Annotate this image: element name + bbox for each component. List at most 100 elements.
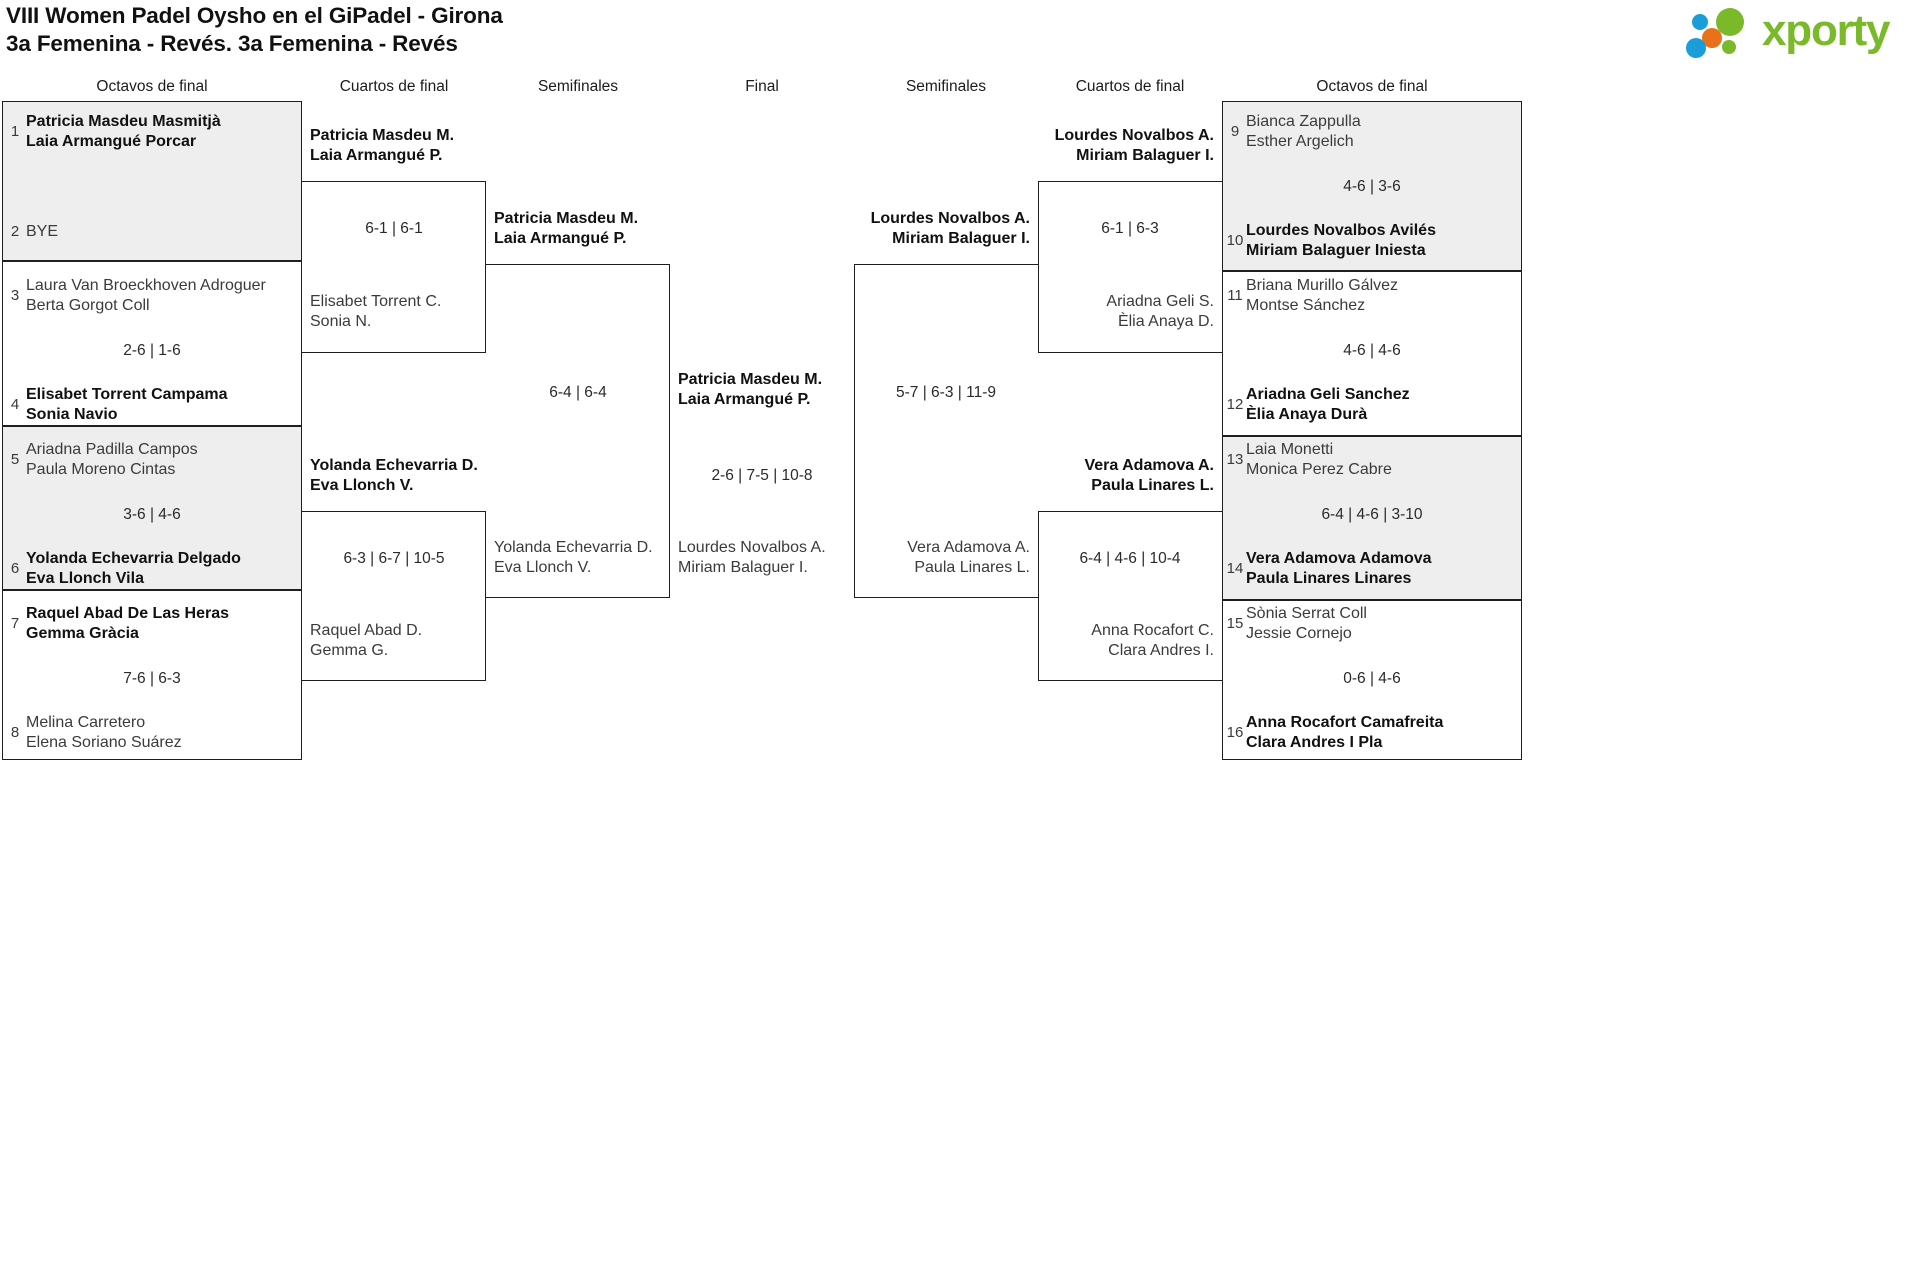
team-seed-12[interactable]: 12 Ariadna Geli Sanchez Èlia Anaya Durà [1224,385,1520,424]
player-1: Yolanda Echevarria D. [310,457,478,474]
player-2: Sonia N. [310,312,372,330]
team-seed-1[interactable]: 1 Patricia Masdeu Masmitjà Laia Armangué… [4,112,300,151]
team-seed-6[interactable]: 6 Yolanda Echevarria Delgado Eva Llonch … [4,549,300,588]
team-seed-7[interactable]: 7 Raquel Abad De Las Heras Gemma Gràcia [4,604,300,643]
team-seed-16[interactable]: 16 Anna Rocafort Camafreita Clara Andres… [1224,713,1520,752]
player-1: Melina Carretero [26,714,146,731]
player-1: Patricia Masdeu Masmitjà [26,113,221,130]
seed-number: 11 [1227,287,1243,304]
match-box-left-r1-3[interactable] [2,426,302,590]
player-2: Gemma G. [310,641,389,659]
logo-dot-green-large [1716,8,1744,36]
player-1: Ariadna Geli Sanchez [1246,386,1410,403]
round-header-final: Final [745,78,779,95]
team-seed-3[interactable]: 3 Laura Van Broeckhoven Adroguer Berta G… [4,276,300,315]
score-right-r3: 5-7 | 6-3 | 11-9 [896,384,996,401]
team-seed-11[interactable]: 11 Briana Murillo Gálvez Montse Sánchez [1224,276,1520,315]
team-names: Laura Van Broeckhoven Adroguer Berta Gor… [26,276,266,315]
score-left-r3: 6-4 | 6-4 [549,384,607,401]
advancer-left-r2-1-top[interactable]: Patricia Masdeu M. Laia Armangué P. [310,126,454,165]
team-names: Yolanda Echevarria Delgado Eva Llonch Vi… [26,549,241,588]
seed-number: 4 [10,396,20,413]
player-2: Eva Llonch Vila [26,569,144,587]
advancer-left-r3-top[interactable]: Patricia Masdeu M. Laia Armangué P. [494,209,638,248]
round-header-semis-right: Semifinales [905,78,987,95]
player-1: Patricia Masdeu M. [494,210,639,227]
player-1: Patricia Masdeu M. [310,127,455,144]
logo-wordmark: xporty [1762,6,1890,55]
team-names: Elisabet Torrent Campama Sonia Navio [26,385,228,424]
advancer-right-r2-1-bottom[interactable]: Ariadna Geli S. Èlia Anaya D. [1038,292,1214,331]
player-1: Elisabet Torrent Campama [26,386,228,403]
final-bottom-team[interactable]: Lourdes Novalbos A. Miriam Balaguer I. [678,538,826,577]
player-2: Laia Armangué P. [494,229,627,247]
team-seed-10[interactable]: 10 Lourdes Novalbos Avilés Miriam Balagu… [1224,221,1520,260]
player-1: Lourdes Novalbos A. [870,210,1030,227]
player-1: Laura Van Broeckhoven Adroguer [26,277,266,294]
match-box-right-r1-1[interactable] [1222,101,1522,271]
match-box-left-r1-1[interactable] [2,101,302,261]
player-2: Paula Linares L. [1091,476,1214,494]
logo-dot-blue-large [1686,38,1706,58]
advancer-left-r3-bottom[interactable]: Yolanda Echevarria D. Eva Llonch V. [494,538,653,577]
round-header-octavos-left: Octavos de final [96,78,208,95]
player-2: Paula Linares L. [914,558,1030,576]
match-box-right-r1-2[interactable] [1222,271,1522,436]
player-2: Sonia Navio [26,405,118,423]
player-2: Elena Soriano Suárez [26,733,182,751]
player-2: Laia Armangué P. [678,390,811,408]
advancer-right-r2-2-top[interactable]: Vera Adamova A. Paula Linares L. [1038,456,1214,495]
advancer-left-r2-2-bottom[interactable]: Raquel Abad D. Gemma G. [310,621,422,660]
seed-number: 14 [1226,560,1244,577]
team-seed-8[interactable]: 8 Melina Carretero Elena Soriano Suárez [4,713,300,752]
player-2: Miriam Balaguer Iniesta [1246,241,1426,259]
team-names: Sònia Serrat Coll Jessie Cornejo [1246,604,1367,643]
seed-number: 8 [10,724,20,741]
advancer-right-r2-2-bottom[interactable]: Anna Rocafort C. Clara Andres I. [1038,621,1214,660]
seed-number: 1 [10,123,20,140]
final-top-team[interactable]: Patricia Masdeu M. Laia Armangué P. [678,370,822,409]
player-1: Lourdes Novalbos A. [1054,127,1214,144]
player-2: Miriam Balaguer I. [892,229,1030,247]
match-box-left-r1-4[interactable] [2,590,302,760]
round-header-semis-left: Semifinales [537,78,619,95]
score-final: 2-6 | 7-5 | 10-8 [711,467,813,484]
advancer-right-r2-1-top[interactable]: Lourdes Novalbos A. Miriam Balaguer I. [1038,126,1214,165]
team-seed-13[interactable]: 13 Laia Monetti Monica Perez Cabre [1224,440,1520,479]
advancer-right-r3-top[interactable]: Lourdes Novalbos A. Miriam Balaguer I. [854,209,1030,248]
match-box-right-r1-4[interactable] [1222,600,1522,760]
player-2: Miriam Balaguer I. [678,558,808,576]
connector-right-r3-1 [854,264,1038,598]
seed-number: 7 [10,615,20,632]
match-box-right-r1-3[interactable] [1222,436,1522,600]
xporty-logo[interactable]: xporty [1686,4,1906,60]
logo-dot-blue-small [1692,14,1708,30]
team-seed-2[interactable]: 2 BYE [4,222,300,242]
player-2: Laia Armangué P. [310,146,443,164]
logo-dot-orange [1702,28,1722,48]
advancer-left-r2-2-top[interactable]: Yolanda Echevarria D. Eva Llonch V. [310,456,478,495]
player-1: Patricia Masdeu M. [678,371,823,388]
team-names: Patricia Masdeu Masmitjà Laia Armangué P… [26,112,221,151]
player-1: Anna Rocafort Camafreita [1246,714,1444,731]
team-seed-15[interactable]: 15 Sònia Serrat Coll Jessie Cornejo [1224,604,1520,643]
player-1: Lourdes Novalbos Avilés [1246,222,1436,239]
player-1: Ariadna Padilla Campos [26,441,198,458]
team-seed-9[interactable]: 9 Bianca Zappulla Esther Argelich [1224,112,1520,151]
match-box-left-r1-2[interactable] [2,261,302,426]
team-seed-14[interactable]: 14 Vera Adamova Adamova Paula Linares Li… [1224,549,1520,588]
team-seed-4[interactable]: 4 Elisabet Torrent Campama Sonia Navio [4,385,300,424]
team-names: Raquel Abad De Las Heras Gemma Gràcia [26,604,229,643]
player-2: Laia Armangué Porcar [26,132,197,150]
advancer-right-r3-bottom[interactable]: Vera Adamova A. Paula Linares L. [854,538,1030,577]
player-2: Montse Sánchez [1246,296,1366,314]
player-1: Elisabet Torrent C. [310,293,442,310]
connector-right-r2-2 [1038,511,1222,681]
connector-left-r2-1 [302,181,486,353]
team-seed-5[interactable]: 5 Ariadna Padilla Campos Paula Moreno Ci… [4,440,300,479]
team-names: Melina Carretero Elena Soriano Suárez [26,713,182,752]
advancer-left-r2-1-bottom[interactable]: Elisabet Torrent C. Sonia N. [310,292,441,331]
score-left-r1-3: 3-6 | 4-6 [123,506,181,523]
player-2: Eva Llonch V. [494,558,592,576]
score-right-r1-4: 0-6 | 4-6 [1343,670,1401,687]
